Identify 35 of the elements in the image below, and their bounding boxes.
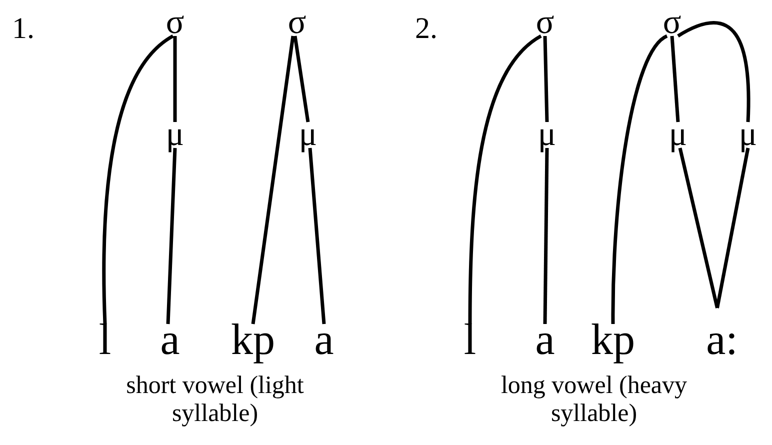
association-line — [543, 148, 549, 324]
segment-letter: l — [98, 318, 112, 362]
mora-symbol: μ — [166, 118, 184, 152]
mora-symbol: μ — [738, 118, 758, 152]
syllable-symbol: σ — [662, 6, 682, 40]
association-line — [251, 36, 295, 324]
mora-symbol: μ — [668, 118, 688, 152]
association-line — [468, 34, 542, 324]
segment-letter: kp — [591, 318, 635, 362]
association-line — [543, 36, 549, 122]
caption: short vowel (light syllable) — [125, 372, 305, 427]
segment-letter: a — [160, 318, 180, 362]
association-line — [308, 148, 326, 324]
segment-letter: l — [464, 318, 476, 362]
segment-letter: a: — [706, 318, 738, 362]
association-line — [611, 34, 668, 324]
association-line — [166, 148, 177, 324]
segment-letter: a — [535, 318, 555, 362]
syllable-symbol: σ — [536, 6, 554, 40]
segment-letter: kp — [231, 318, 275, 362]
association-line — [678, 148, 719, 308]
association-line — [173, 36, 177, 122]
panel-number: 2. — [415, 12, 438, 45]
association-line — [670, 36, 680, 122]
caption: long vowel (heavy syllable) — [500, 372, 688, 427]
association-line — [293, 36, 310, 122]
mora-symbol: μ — [298, 118, 318, 152]
association-line — [716, 148, 750, 308]
syllable-symbol: σ — [166, 6, 184, 40]
syllable-symbol: σ — [288, 6, 306, 40]
association-line — [677, 21, 750, 122]
mora-symbol: μ — [538, 118, 556, 152]
segment-letter: a — [314, 318, 334, 362]
association-line — [102, 34, 174, 324]
panel-number: 1. — [12, 12, 34, 45]
